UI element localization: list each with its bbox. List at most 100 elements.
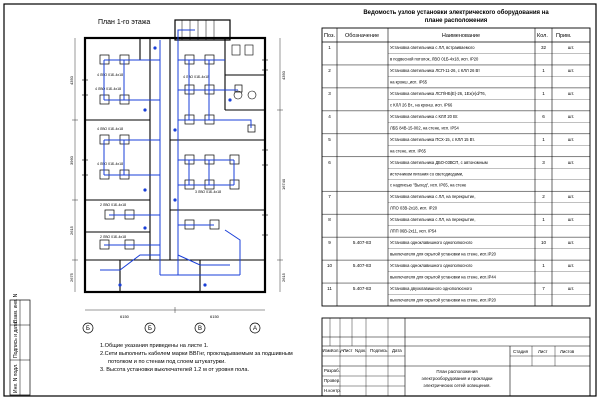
windows — [82, 59, 268, 236]
side-stamp-sign: Подпись и дата — [13, 322, 19, 358]
switch — [173, 198, 177, 202]
cell-unit: шт. — [568, 160, 575, 165]
cell-qty: 3 — [542, 160, 545, 165]
cell-name: Установка светильника с КЛЛ 20 Вт. — [390, 114, 458, 119]
col-header: Поз. — [324, 33, 335, 39]
col-header: Обозначение — [345, 33, 379, 39]
note-line: 2.Сети выполнить кабелем марки ВВГнг, пр… — [100, 351, 293, 357]
cell-code: 5.407-83 — [353, 263, 372, 268]
luminaire-label: 2 ЛВО 01Б-4х18 — [100, 203, 126, 207]
cell-name: выключателя для скрытой установки на сте… — [390, 252, 497, 257]
cell-name: Установка светильника с ЛЛ, на перекрыти… — [390, 194, 475, 199]
luminaire-label: 4 ЛВО 01Б-4х18 — [97, 162, 123, 166]
cell-name: Установка одноклавишного однополюсного — [390, 263, 473, 268]
dim-left: 4350 — [69, 75, 74, 85]
cell-qty: 1 — [542, 263, 545, 268]
cell-unit: шт. — [568, 240, 575, 245]
cell-name: на кронш.,исп. IP65 — [390, 79, 428, 84]
cell-name: ЛПП 06В-2х11, исп. IP54 — [390, 229, 437, 234]
cell-pos: 9 — [328, 240, 331, 245]
side-stamp-inv: Инв. N подл. — [13, 364, 19, 393]
stamp-stage: Стадия — [513, 349, 529, 354]
grid-axis-label: Б — [148, 326, 152, 332]
cell-name: Установка светильника с ЛЛ, на перекрыти… — [390, 217, 475, 222]
dim-right: 4350 — [281, 70, 286, 80]
cell-unit: шт. — [568, 68, 575, 73]
cell-pos: 4 — [328, 114, 331, 119]
luminaire — [234, 84, 243, 93]
switch — [143, 226, 147, 230]
cell-unit: шт. — [568, 263, 575, 268]
cell-qty: 7 — [542, 286, 545, 291]
cell-qty: 1 — [542, 91, 545, 96]
cell-unit: шт. — [568, 45, 575, 50]
side-stamp: Инв. N подл. Подпись и дата Взам. инв. N — [9, 293, 31, 396]
dim-right: 16740 — [281, 178, 286, 190]
stamp-title-line: электрических сетей освещения. — [423, 383, 490, 388]
cell-code: 5.407-83 — [353, 240, 372, 245]
cell-qty: 1 — [542, 217, 545, 222]
col-header: Кол. — [537, 33, 548, 39]
cell-unit: шт. — [568, 91, 575, 96]
sheet-frame — [3, 3, 597, 397]
side-stamp-replace: Взам. инв. N — [13, 293, 19, 323]
note-line: 3. Высота установки выключателей 1.2 м о… — [100, 366, 249, 373]
luminaire-label: 4 ЛВО 01Б-4х18 — [97, 73, 123, 77]
cell-unit: шт. — [568, 194, 575, 199]
dimension-lines — [72, 38, 283, 313]
dim-right: 2615 — [281, 272, 286, 282]
table-row: 4 Установка светильника с КЛЛ 20 Вт. ЛББ 8… — [322, 110, 590, 130]
cell-pos: 11 — [327, 286, 332, 291]
plan-title: План 1-го этажа — [98, 19, 150, 26]
cell-pos: 1 — [328, 45, 331, 50]
table-rows: 1 Установка светильника с ЛЛ, встраиваемо… — [322, 45, 590, 303]
stamp-col: Подпись — [370, 348, 388, 353]
cell-name: ЛПО 03В-2х18, исп. IP20 — [390, 206, 438, 211]
note-line: 1.Общие указания приведены на листе 1. — [100, 343, 209, 349]
table-row: 7 Установка светильника с ЛЛ, на перекрыт… — [322, 190, 590, 211]
floor-plan: 4 ЛВО 01Б-4х18 4 ЛВО 01Б-4х18 4 ЛВО 01Б-… — [69, 19, 286, 334]
stamp-role: Провер. — [324, 378, 340, 383]
col-header: Наименование — [442, 33, 480, 39]
wiring-runs — [100, 29, 252, 276]
cell-pos: 10 — [327, 263, 333, 268]
cell-pos: 3 — [328, 91, 331, 96]
cell-code: 5.407-83 — [353, 286, 372, 291]
cell-pos: 7 — [328, 194, 331, 199]
stamp-role: Разраб. — [324, 368, 340, 373]
stamp-col: Nдок. — [355, 348, 366, 353]
cell-name: с надписью "Выход", исп. IP65, на стене — [390, 183, 467, 188]
switch — [173, 128, 177, 132]
cell-unit: шт. — [568, 137, 575, 142]
stamp-sheets: Листов — [560, 349, 575, 354]
stamp-col: Лист — [343, 348, 353, 353]
title-block: Изм. Кол.уч Лист Nдок. Подпись Дата Разр… — [321, 317, 591, 397]
luminaire-label: 4 ЛВО 01Б-4х18 — [95, 87, 121, 91]
stamp-title-line: электрооборудования и прокладки — [422, 376, 493, 381]
table-title: Ведомость узлов установки электрического… — [363, 9, 549, 16]
cell-unit: шт. — [568, 217, 575, 222]
cell-name: с КЛЛ 26 Вт., на кронш. исп. IP66 — [390, 102, 453, 107]
cell-qty: 10 — [541, 240, 547, 245]
table-row: 1 Установка светильника с ЛЛ, встраиваемо… — [328, 45, 590, 61]
switch — [228, 98, 232, 102]
cell-name: ЛББ 84В-15-002, на стене, исп. IP54 — [390, 125, 459, 130]
switches — [118, 46, 232, 287]
table-row: 9 5.407-83 Установка одноклавишного однопо… — [322, 236, 590, 257]
cell-unit: шт. — [568, 114, 575, 119]
switch — [153, 46, 157, 50]
equipment-table: Ведомость узлов установки электрического… — [321, 9, 591, 307]
cell-qty: 1 — [542, 68, 545, 73]
stamp-col: Изм. — [323, 348, 332, 353]
cell-pos: 8 — [328, 217, 331, 222]
cell-pos: 2 — [328, 68, 331, 73]
cell-name: выключателя для скрытой установки на сте… — [390, 298, 497, 303]
cell-name: Установка светильника с ЛЛ, встраиваемог… — [390, 45, 475, 50]
cell-pos: 5 — [328, 137, 331, 142]
switch — [143, 108, 147, 112]
cell-name: Установка одноклавишного однополюсного — [390, 240, 473, 245]
